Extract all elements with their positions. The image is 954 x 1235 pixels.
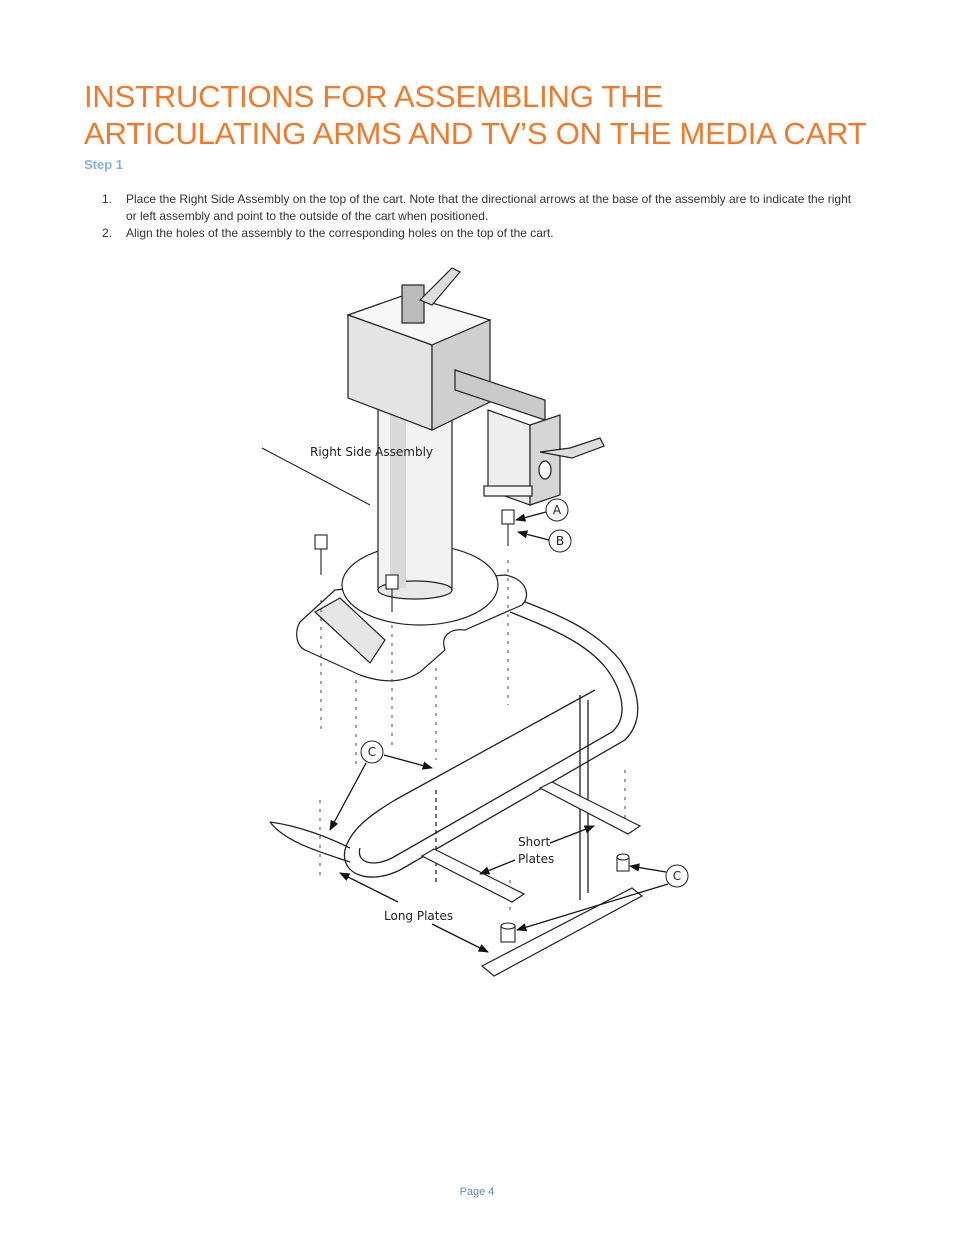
alignment-lines: [319, 560, 626, 915]
instruction-item: 1. Place the Right Side Assembly on the …: [102, 191, 862, 225]
instruction-text: Place the Right Side Assembly on the top…: [126, 192, 852, 223]
short-plates: [420, 781, 642, 903]
callout-c-right-label: C: [673, 869, 681, 883]
step-heading: Step 1: [84, 157, 124, 172]
spacers: [500, 853, 630, 943]
instruction-number: 2.: [102, 226, 113, 240]
instruction-list: 1. Place the Right Side Assembly on the …: [102, 191, 862, 242]
column: [377, 394, 453, 600]
head-box: [346, 267, 492, 431]
instruction-item: 2. Align the holes of the assembly to th…: [102, 225, 862, 242]
pointer-arrows: [329, 511, 669, 953]
long-plate: [480, 887, 644, 977]
title-line-1: INSTRUCTIONS FOR ASSEMBLING THE: [84, 79, 663, 114]
right-side-assembly-label: Right Side Assembly: [310, 445, 433, 459]
bolts: [314, 509, 515, 612]
short-plates-label-line-2: Plates: [518, 852, 554, 866]
assembly-leader-line: [261, 447, 371, 506]
arm-bracket: [454, 369, 605, 506]
instruction-number: 1.: [102, 192, 113, 206]
callout-c-left-label: C: [368, 745, 376, 759]
callout-b: B: [548, 529, 572, 553]
instruction-text: Align the holes of the assembly to the c…: [126, 226, 554, 240]
callout-a-label: A: [553, 503, 562, 517]
short-plates-label-line-1: Short: [518, 835, 550, 849]
page-number: Page 4: [459, 1186, 495, 1198]
page-title: INSTRUCTIONS FOR ASSEMBLING THE ARTICULA…: [84, 78, 904, 152]
callout-c-left: C: [360, 740, 384, 764]
callout-c-right: C: [665, 864, 689, 888]
callout-b-label: B: [556, 534, 564, 548]
cart-frame: [269, 599, 639, 900]
long-plates-label: Long Plates: [384, 909, 453, 923]
callout-a: A: [545, 498, 569, 522]
title-line-2: ARTICULATING ARMS AND TV’S ON THE MEDIA …: [84, 116, 867, 151]
